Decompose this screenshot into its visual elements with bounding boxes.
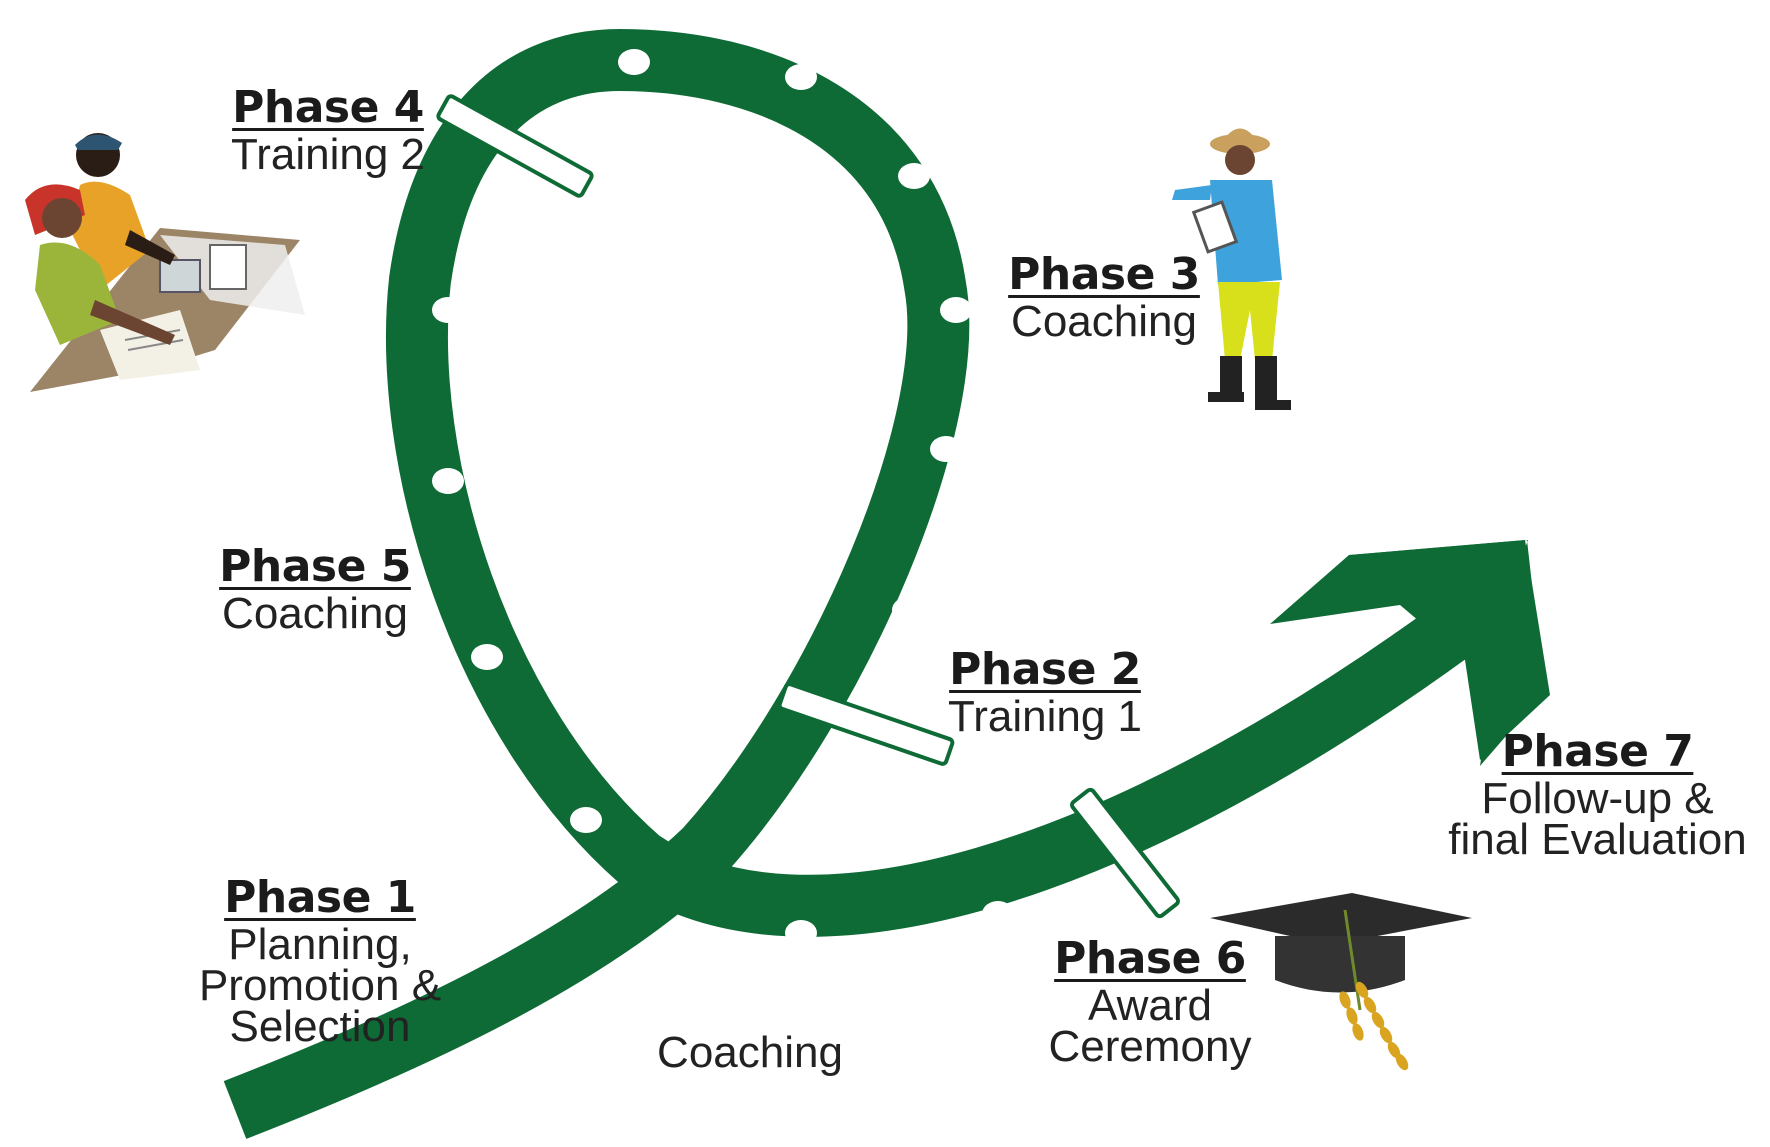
hole bbox=[631, 970, 663, 996]
hole bbox=[785, 920, 817, 946]
phase-6-subtitle: Award Ceremony bbox=[1048, 980, 1252, 1071]
path-holes bbox=[432, 49, 1014, 996]
phase-6-label: Phase 6 Award Ceremony bbox=[1030, 933, 1270, 1071]
phase-7-label: Phase 7 Follow-up & final Evaluation bbox=[1430, 726, 1765, 864]
marker-phase-4 bbox=[436, 94, 594, 198]
phase-6-title: Phase 6 bbox=[1054, 933, 1246, 984]
graduation-cap-with-rice-icon bbox=[1210, 893, 1472, 1071]
hole bbox=[785, 64, 817, 90]
phase-4-subtitle: Training 2 bbox=[230, 129, 426, 179]
hole bbox=[940, 297, 972, 323]
hole bbox=[618, 49, 650, 75]
phase-1-label: Phase 1 Planning, Promotion & Selection bbox=[180, 872, 460, 1051]
phase-3-title: Phase 3 bbox=[1008, 249, 1200, 300]
office-workers-icon bbox=[25, 133, 305, 392]
marker-phase-2 bbox=[777, 682, 955, 766]
hole bbox=[432, 297, 464, 323]
hole bbox=[930, 436, 962, 462]
phase-5-subtitle: Coaching bbox=[222, 588, 408, 638]
phase-3-label: Phase 3 Coaching bbox=[994, 249, 1214, 346]
phase-7-title: Phase 7 bbox=[1501, 726, 1694, 777]
phase-7-subtitle: Follow-up & final Evaluation bbox=[1448, 773, 1747, 864]
phase-4-label: Phase 4 Training 2 bbox=[210, 82, 446, 179]
hole bbox=[570, 807, 602, 833]
phase-2-label: Phase 2 Training 1 bbox=[930, 644, 1160, 741]
marker-phase-6 bbox=[1070, 787, 1180, 919]
bottom-coaching-label: Coaching bbox=[657, 1028, 843, 1077]
phase-5-label: Phase 5 Coaching bbox=[200, 541, 430, 638]
phase-2-subtitle: Training 1 bbox=[947, 691, 1143, 741]
phase-1-subtitle: Planning, Promotion & Selection bbox=[198, 919, 442, 1051]
phase-1-title: Phase 1 bbox=[224, 872, 416, 923]
hole bbox=[982, 901, 1014, 927]
phase-3-subtitle: Coaching bbox=[1011, 296, 1197, 346]
phase-2-title: Phase 2 bbox=[949, 644, 1141, 695]
hole bbox=[768, 825, 800, 851]
hole bbox=[898, 163, 930, 189]
phase-4-title: Phase 4 bbox=[232, 82, 424, 133]
farmer-with-clipboard-icon bbox=[1172, 128, 1291, 410]
path-arrowhead-tip bbox=[1270, 540, 1550, 760]
phase-markers bbox=[436, 94, 1180, 919]
hole bbox=[892, 597, 924, 623]
hole bbox=[432, 468, 464, 494]
path-loop bbox=[223, 28, 1499, 1139]
phase-5-title: Phase 5 bbox=[219, 541, 411, 592]
hole bbox=[471, 644, 503, 670]
